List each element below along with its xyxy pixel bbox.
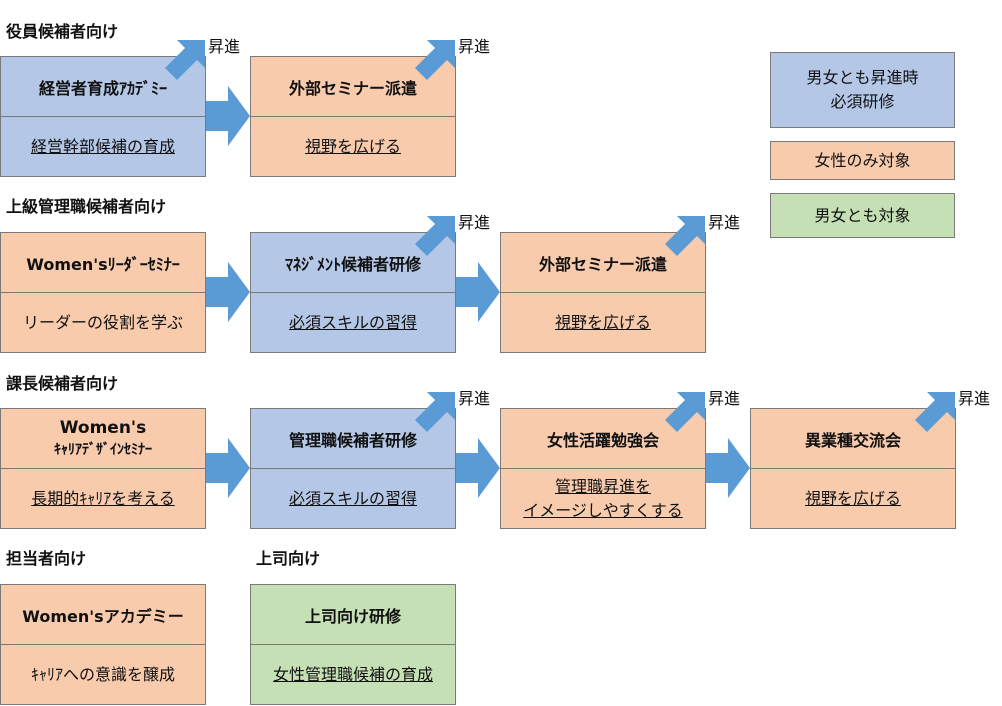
flow-arrow-icon [456,438,500,498]
card-title: 異業種交流会 [751,409,955,469]
section-title-section-chief: 課長候補者向け [6,374,119,393]
legend-both: 男女とも対象 [770,193,955,238]
card-title: 外部セミナー派遣 [251,57,455,117]
card-subtitle: 管理職昇進を イメージしやすくする [523,476,683,520]
card-sc-study: 女性活躍勉強会 管理職昇進を イメージしやすくする [500,408,706,529]
card-exec-academy: 経営者育成ｱｶﾃﾞﾐｰ 経営幹部候補の育成 [0,56,206,177]
promotion-arrow-icon [415,40,455,80]
promotion-label: 昇進 [458,37,491,56]
section-title-senior-manager: 上級管理職候補者向け [6,197,167,216]
section-title-staff: 担当者向け [6,549,87,568]
card-exec-external: 外部セミナー派遣 視野を広げる [250,56,456,177]
section-title-executive: 役員候補者向け [6,22,119,41]
legend-mandatory: 男女とも昇進時 必須研修 [770,52,955,128]
card-subtitle: リーダーの役割を学ぶ [22,312,183,332]
card-sc-manager: 管理職候補者研修 必須スキルの習得 [250,408,456,529]
promotion-arrow-icon [665,216,705,256]
card-subtitle: 経営幹部候補の育成 [30,136,175,156]
card-sm-external: 外部セミナー派遣 視野を広げる [500,232,706,353]
flow-arrow-icon [206,86,250,146]
card-supervisor-training: 上司向け研修 女性管理職候補の育成 [250,584,456,705]
card-title: Women'sﾘｰﾀﾞｰｾﾐﾅｰ [1,233,205,293]
card-title: 外部セミナー派遣 [501,233,705,293]
card-title: ﾏﾈｼﾞﾒﾝﾄ候補者研修 [251,233,455,293]
card-subtitle: 女性管理職候補の育成 [272,664,433,684]
card-subtitle: 必須スキルの習得 [288,312,417,332]
card-title: 管理職候補者研修 [251,409,455,469]
card-sc-crossindustry: 異業種交流会 視野を広げる [750,408,956,529]
promotion-arrow-icon [415,392,455,432]
card-subtitle: 視野を広げる [304,136,401,156]
promotion-arrow-icon [415,216,455,256]
promotion-label: 昇進 [708,389,741,408]
card-title: Women's ｷｬﾘｱﾃﾞｻﾞｲﾝｾﾐﾅｰ [1,409,205,469]
card-sc-career: Women's ｷｬﾘｱﾃﾞｻﾞｲﾝｾﾐﾅｰ 長期的ｷｬﾘｱを考える [0,408,206,529]
card-subtitle: 長期的ｷｬﾘｱを考える [31,488,175,508]
card-title: 上司向け研修 [251,585,455,645]
promotion-arrow-icon [915,392,955,432]
promotion-label: 昇進 [458,389,491,408]
promotion-label: 昇進 [208,37,241,56]
card-subtitle: 必須スキルの習得 [288,488,417,508]
promotion-label: 昇進 [458,213,491,232]
promotion-label: 昇進 [958,389,991,408]
flow-arrow-icon [206,438,250,498]
card-title: 経営者育成ｱｶﾃﾞﾐｰ [1,57,205,117]
card-subtitle: ｷｬﾘｱへの意識を醸成 [30,664,175,684]
card-sm-management: ﾏﾈｼﾞﾒﾝﾄ候補者研修 必須スキルの習得 [250,232,456,353]
promotion-arrow-icon [665,392,705,432]
flow-arrow-icon [706,438,750,498]
card-title: 女性活躍勉強会 [501,409,705,469]
legend-women-only: 女性のみ対象 [770,141,955,180]
section-title-supervisor: 上司向け [256,549,321,568]
promotion-label: 昇進 [708,213,741,232]
flow-arrow-icon [456,262,500,322]
card-sm-leader: Women'sﾘｰﾀﾞｰｾﾐﾅｰ リーダーの役割を学ぶ [0,232,206,353]
card-title: Women'sアカデミー [1,585,205,645]
flow-arrow-icon [206,262,250,322]
card-subtitle: 視野を広げる [804,488,901,508]
card-subtitle: 視野を広げる [554,312,651,332]
card-staff-academy: Women'sアカデミー ｷｬﾘｱへの意識を醸成 [0,584,206,705]
promotion-arrow-icon [165,40,205,80]
